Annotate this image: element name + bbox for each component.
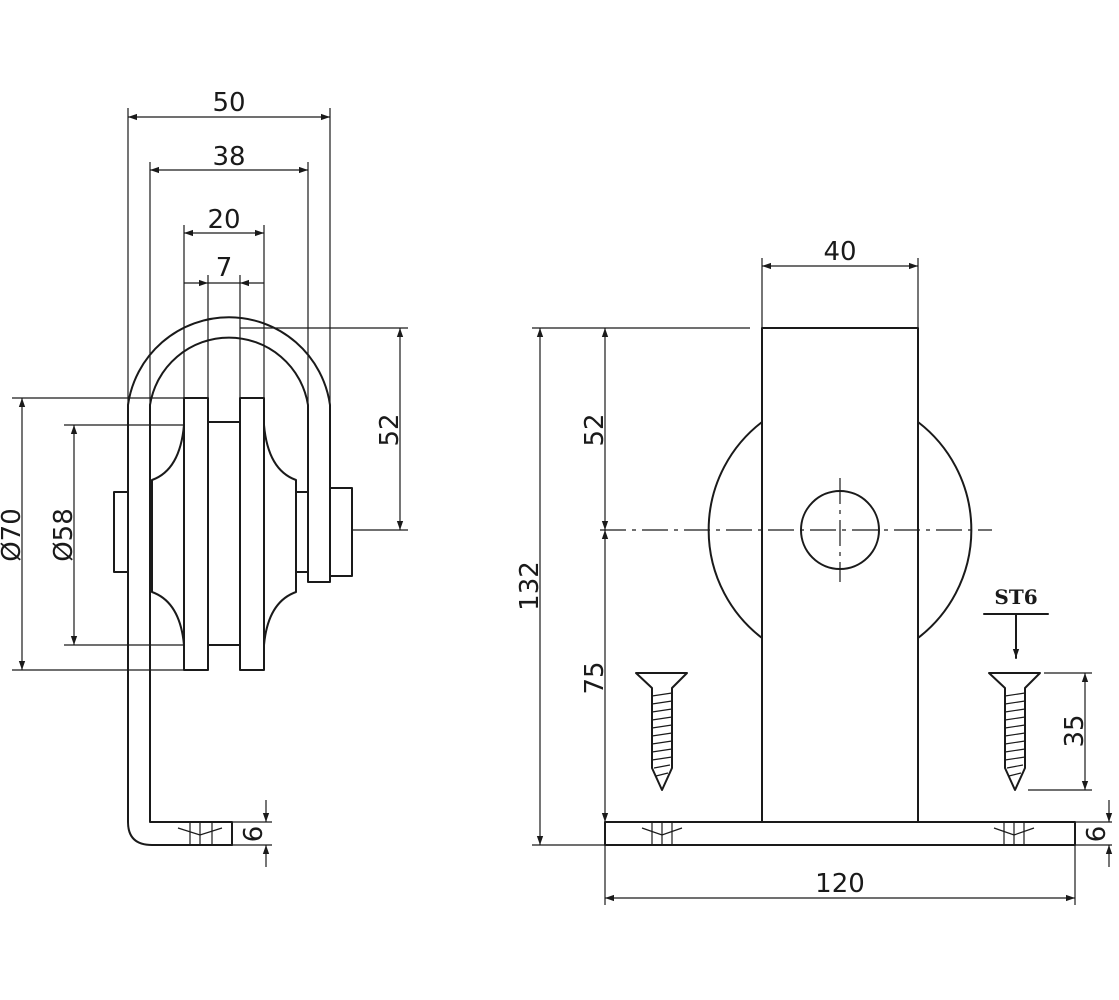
dim-label-75: 75 bbox=[580, 661, 610, 694]
screw-spec-label: ST6 bbox=[994, 585, 1037, 609]
screw-left bbox=[635, 672, 688, 791]
dim-axle-height-front: 52 bbox=[580, 328, 610, 530]
front-view: ST6 40 132 52 75 bbox=[515, 237, 1113, 905]
dim-label-20: 20 bbox=[207, 205, 240, 235]
dim-label-35: 35 bbox=[1060, 714, 1090, 747]
screw-callout: ST6 bbox=[983, 585, 1049, 659]
dim-label-6-side: 6 bbox=[239, 826, 269, 843]
dim-screw-length: 35 bbox=[1028, 672, 1092, 791]
dim-wheel-inner-dia: Ø58 bbox=[49, 424, 184, 646]
dim-plate-thickness-front: 6 bbox=[1075, 800, 1113, 867]
dim-label-40: 40 bbox=[823, 237, 856, 267]
dim-label-38: 38 bbox=[212, 142, 245, 172]
dim-base-length: 120 bbox=[604, 845, 1076, 905]
front-wheel bbox=[600, 421, 992, 639]
screw-right bbox=[988, 672, 1041, 791]
dim-upright-width: 40 bbox=[761, 237, 919, 328]
dim-plate-thickness-side: 6 bbox=[232, 800, 272, 867]
dim-label-52-side: 52 bbox=[375, 413, 405, 446]
dim-label-50: 50 bbox=[212, 88, 245, 118]
side-axle bbox=[113, 487, 353, 577]
side-bracket bbox=[127, 316, 331, 846]
side-view: 50 38 20 7 52 bbox=[0, 88, 408, 867]
dim-wheel-outer-dia: Ø70 bbox=[0, 397, 184, 671]
dim-lower-height: 75 bbox=[580, 530, 610, 822]
front-base-plate bbox=[604, 821, 1076, 846]
side-wheel bbox=[151, 397, 297, 671]
dim-axle-height-side: 52 bbox=[240, 327, 408, 531]
dim-label-120: 120 bbox=[815, 869, 865, 899]
dim-label-dia58: Ø58 bbox=[49, 508, 79, 562]
dim-bracket-width: 38 bbox=[149, 142, 309, 405]
dim-label-132: 132 bbox=[515, 561, 545, 611]
dim-label-dia70: Ø70 bbox=[0, 508, 27, 562]
dim-label-7: 7 bbox=[216, 253, 233, 283]
dim-groove-width: 7 bbox=[184, 253, 264, 422]
dim-label-52-front: 52 bbox=[580, 413, 610, 446]
dim-overall-width: 50 bbox=[127, 88, 331, 405]
dim-wheel-width: 20 bbox=[183, 205, 265, 398]
dim-total-height: 132 bbox=[515, 327, 750, 846]
dim-label-6-front: 6 bbox=[1082, 826, 1112, 843]
